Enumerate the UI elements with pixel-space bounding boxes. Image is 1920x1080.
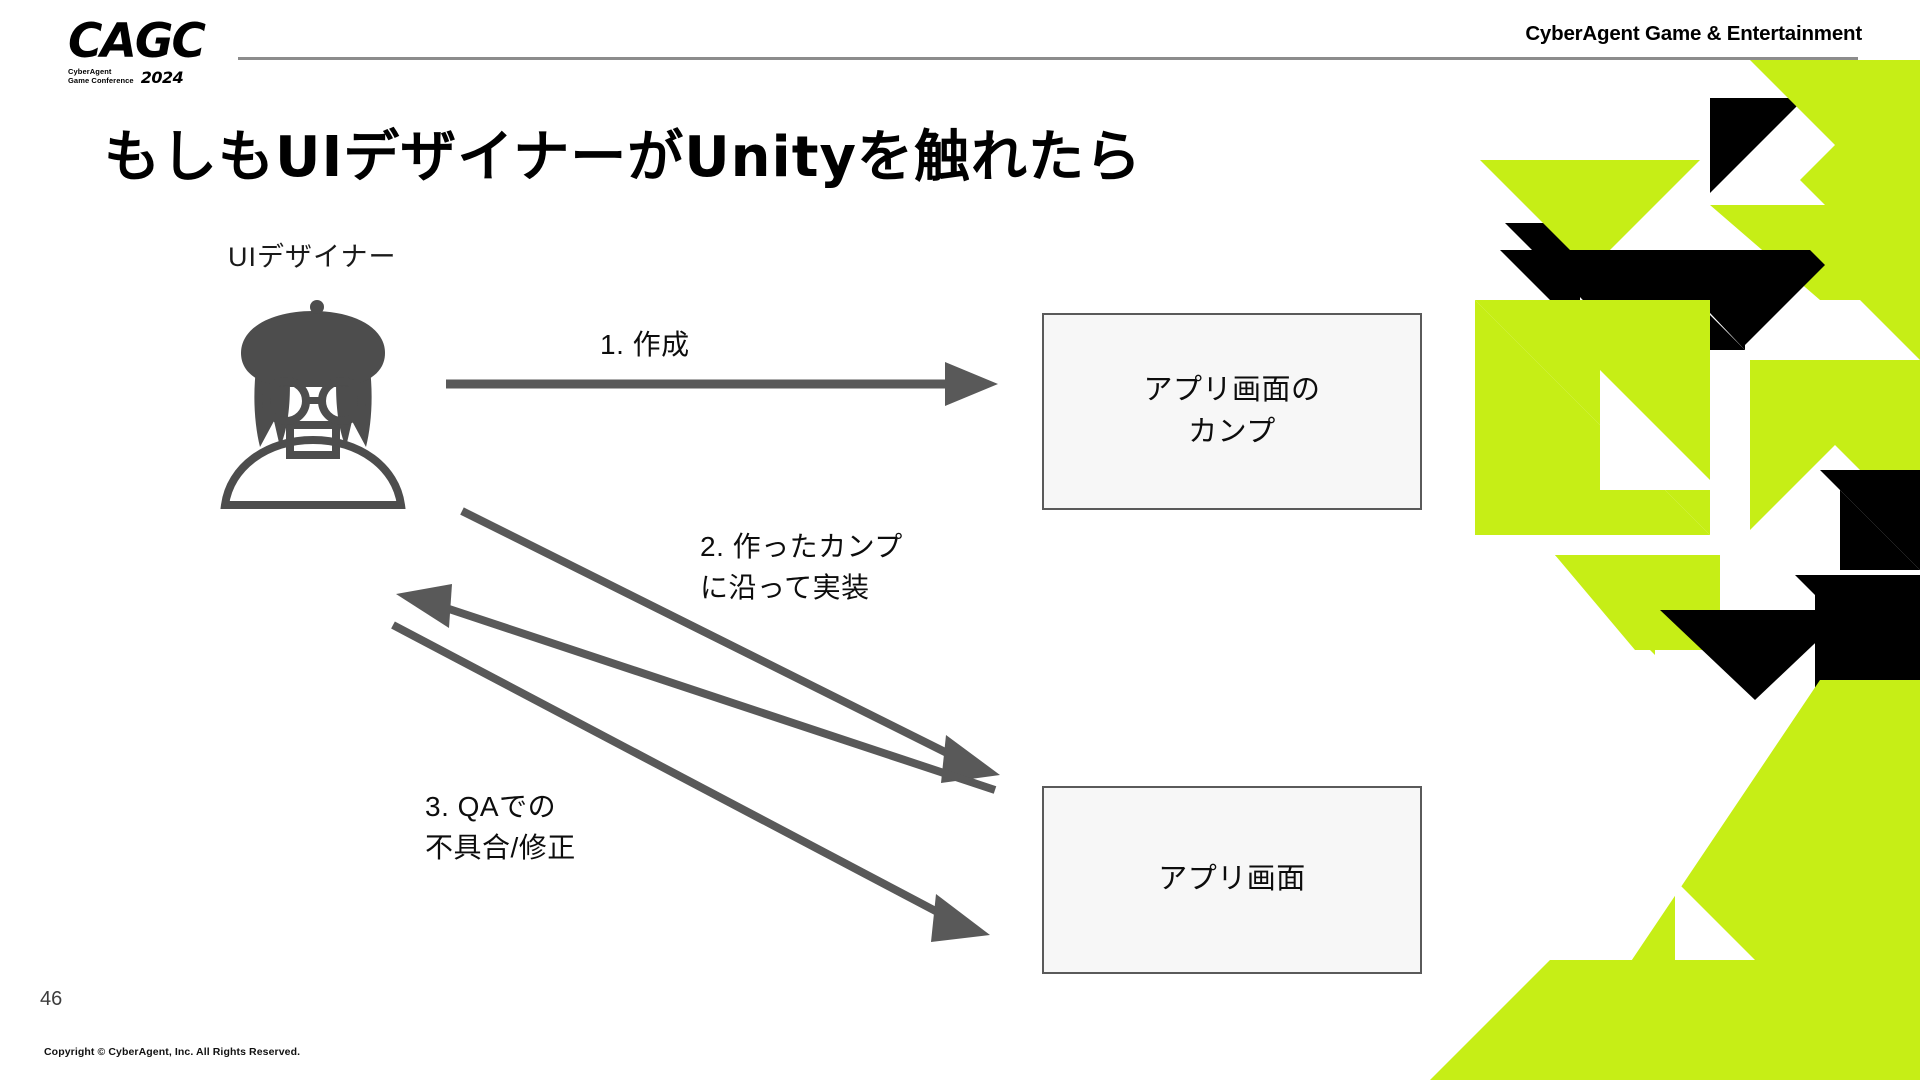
arrow-label-3: 3. QAでの 不具合/修正	[425, 791, 576, 863]
arrow-label-2: 2. 作ったカンプ に沿って実装	[700, 531, 903, 603]
header-divider	[238, 57, 1858, 60]
cagc-logo: CAGC CyberAgent Game Conference 2024	[68, 18, 228, 90]
arrow-1-create	[446, 362, 998, 406]
arrow-3-qa-fix-down	[391, 621, 990, 942]
flow-arrows	[391, 362, 1000, 942]
flow-box-app-screen-label: アプリ画面	[1158, 863, 1306, 896]
copyright-notice: Copyright © CyberAgent, Inc. All Rights …	[44, 1046, 301, 1058]
cagc-logo-subtitle-row: CyberAgent Game Conference 2024	[68, 67, 228, 86]
ui-designer-avatar-icon	[220, 300, 406, 509]
page-title: もしもUIデザイナーがUnityを触れたら	[104, 125, 1142, 190]
arrow-3-qa-feedback-up	[396, 584, 997, 794]
cagc-logo-subtitle: CyberAgent Game Conference	[68, 67, 134, 86]
arrow-label-1: 1. 作成	[600, 329, 690, 360]
flow-box-app-screen: アプリ画面	[1042, 786, 1422, 974]
workflow-diagram: UIデザイナー	[220, 242, 1422, 974]
cagc-logo-mark: CAGC	[68, 14, 206, 69]
arrow-2-implement	[460, 507, 1000, 783]
cagc-logo-year: 2024	[140, 67, 184, 87]
page-number: 46	[40, 988, 63, 1010]
flow-box-app-comp-label: アプリ画面の カンプ	[1143, 374, 1321, 448]
geometric-decoration	[1420, 0, 1920, 1080]
flow-box-app-comp: アプリ画面の カンプ	[1042, 313, 1422, 510]
brand-title: CyberAgent Game & Entertainment	[1525, 22, 1862, 45]
persona-label: UIデザイナー	[228, 242, 397, 272]
